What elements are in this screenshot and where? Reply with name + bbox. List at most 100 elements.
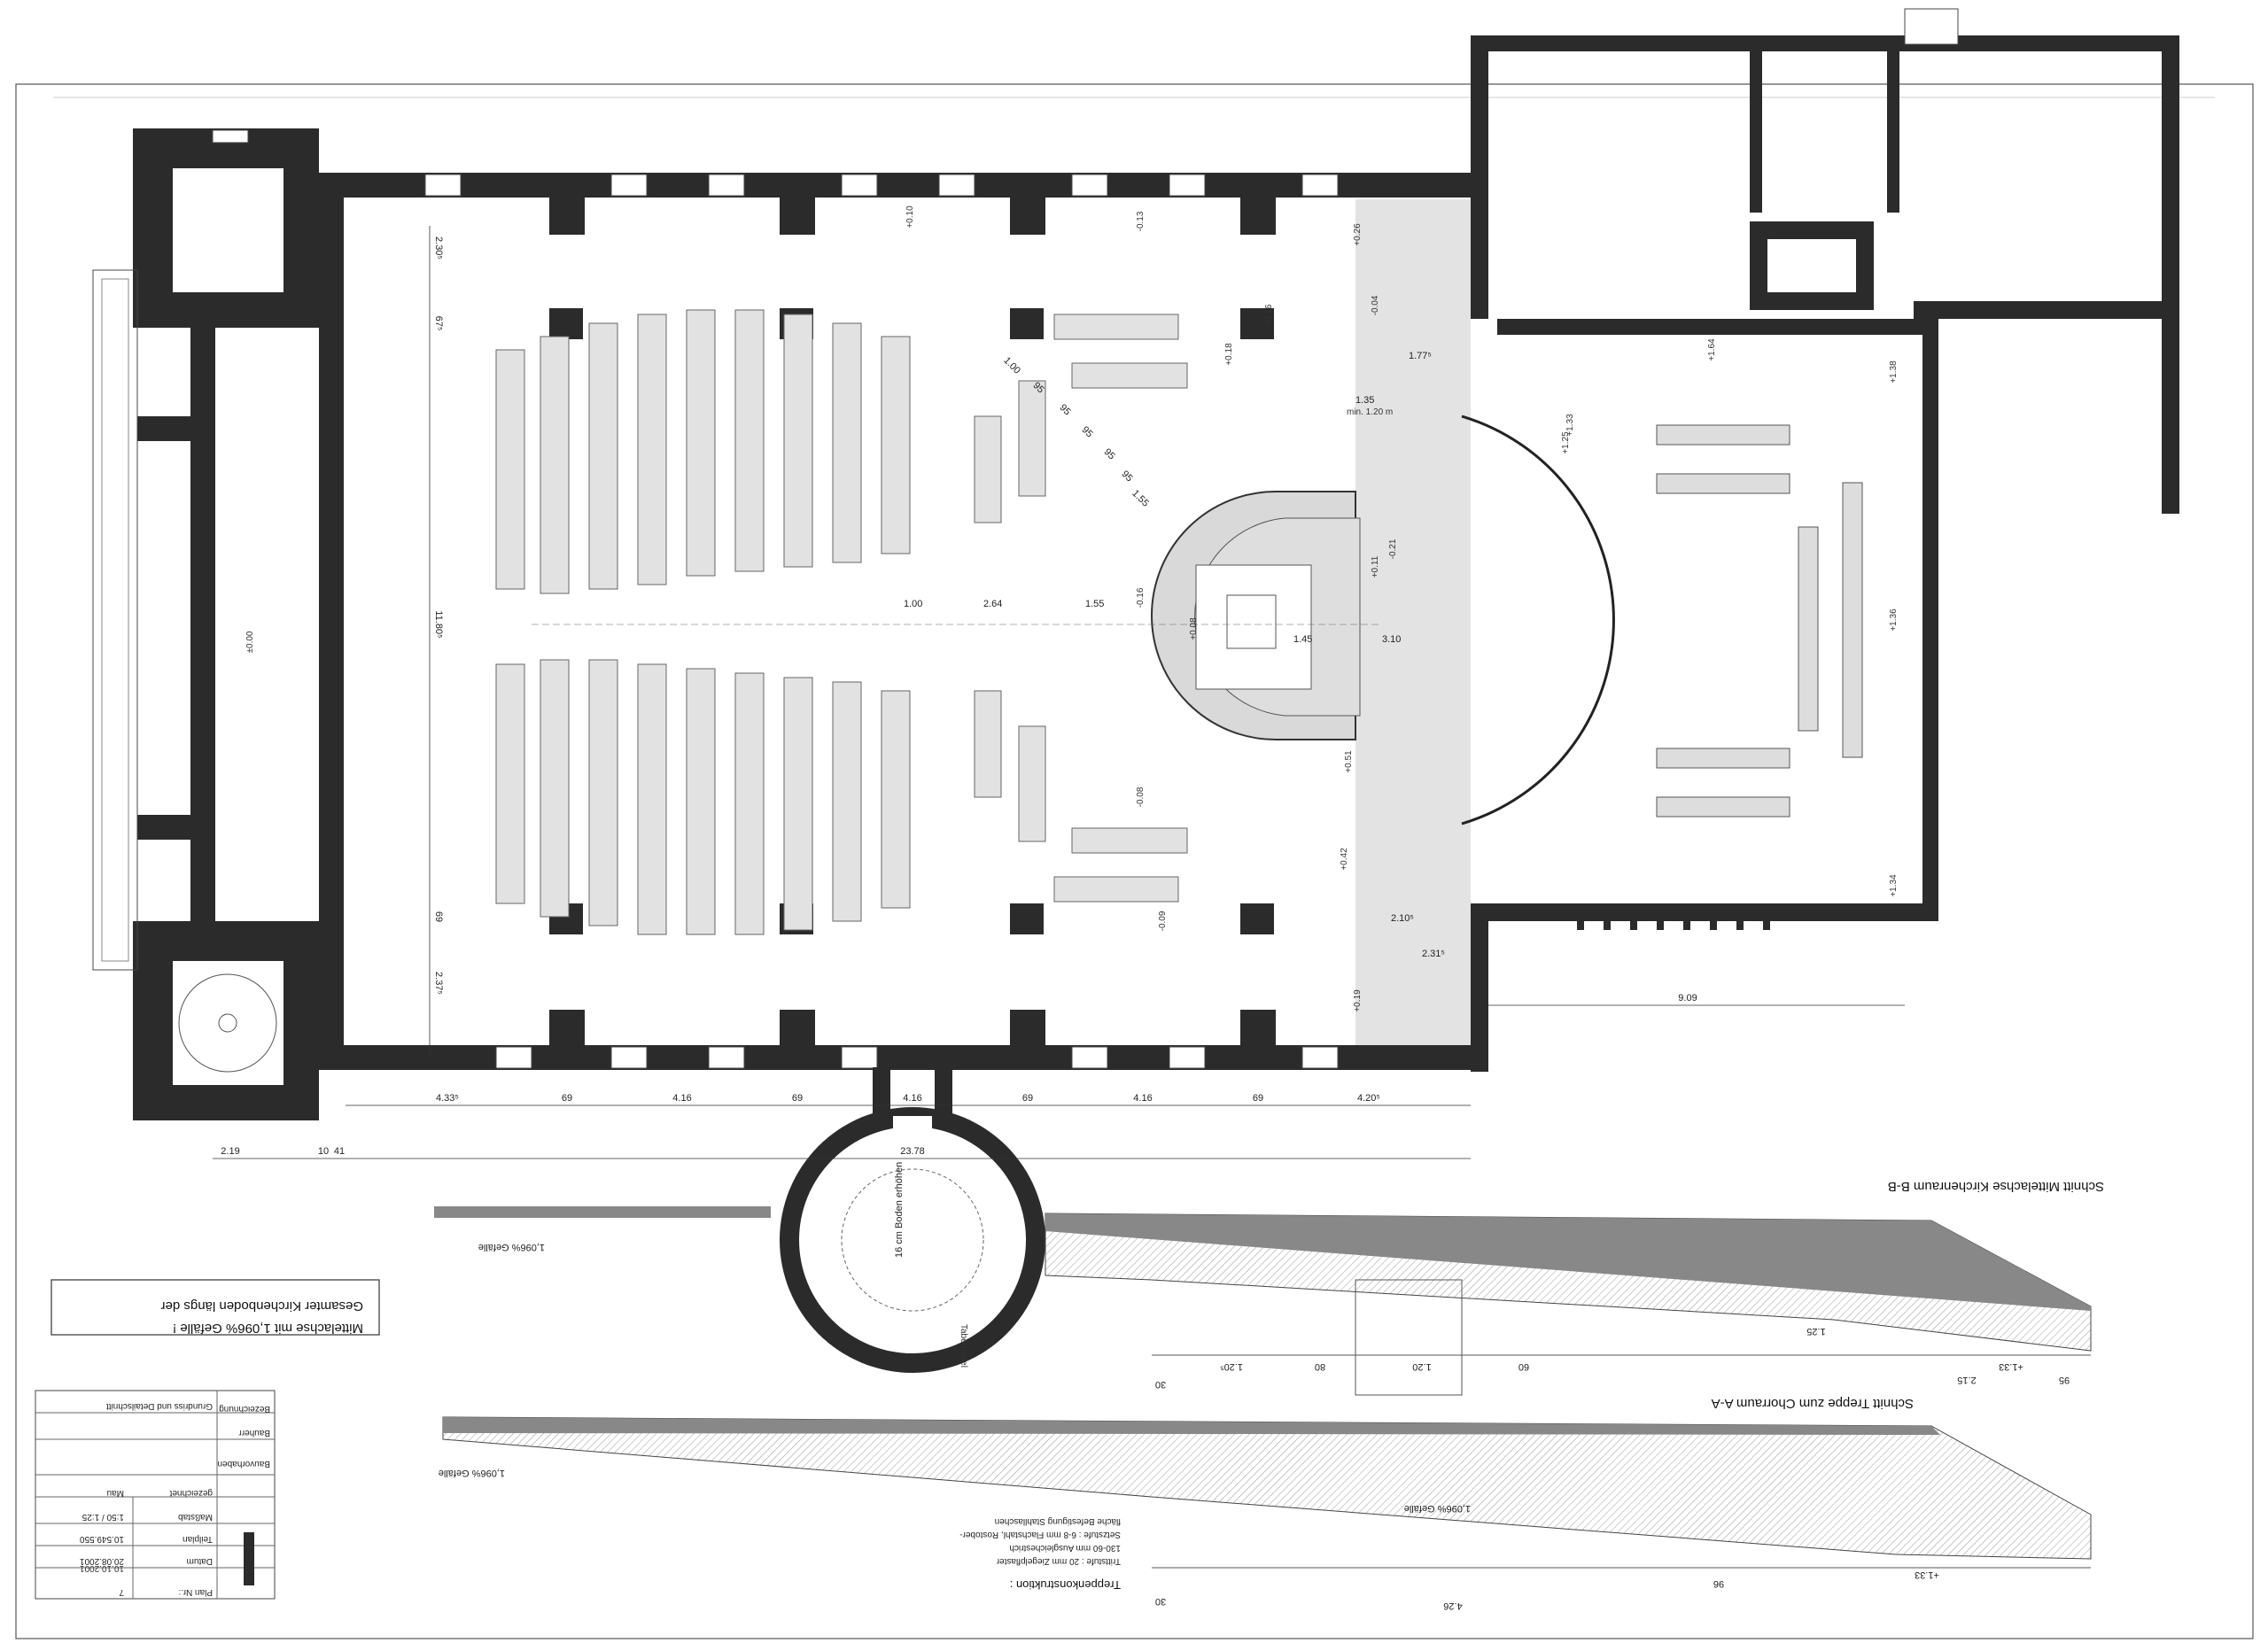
pews xyxy=(495,309,1188,935)
title-block: Grundriss und Detailschnitt Bezeichnung … xyxy=(35,1390,276,1600)
slope-note-line-2: Mittelachse mit 1,096% Gefälle ! xyxy=(173,1321,363,1336)
dim-total-0: 2.19 xyxy=(221,1146,239,1157)
level-marker-5: +0.26 xyxy=(1353,223,1363,246)
level-marker-18: +0.11 xyxy=(1371,555,1380,577)
dim-arc-6: 1.55 xyxy=(1130,488,1151,509)
dim-bottom-6: 4.16 xyxy=(1133,1093,1152,1104)
section-bb-slope: 1,096% Gefälle xyxy=(478,1242,545,1252)
tb-gezeichnet: Mau xyxy=(107,1488,124,1498)
tb-datum: 20.08.2001 xyxy=(80,1556,124,1566)
tb-plan-nr-label: Plan Nr.: xyxy=(179,1587,213,1597)
chancel-floor-zone xyxy=(1355,199,1471,1054)
dim-bottom-1: 69 xyxy=(562,1093,572,1104)
section-bb-title: Schnitt Mittelachse Kirchenraum B-B xyxy=(1888,1179,2104,1194)
dim-bottom-2: 4.16 xyxy=(672,1093,691,1104)
level-marker-17: -0.21 xyxy=(1388,539,1398,559)
stair-line-2: 130-60 mm Ausgleichestrich xyxy=(1009,1543,1121,1553)
tower-south xyxy=(133,921,319,1120)
dim-total-3: 23.78 xyxy=(900,1146,925,1157)
nave-walls xyxy=(319,173,1480,1070)
section-bb-dim-7: 95 xyxy=(2059,1375,2070,1385)
tb-plan-nr: 7 xyxy=(119,1587,124,1597)
level-marker-6: -0.04 xyxy=(1371,295,1380,315)
dim-left-1: 67⁵ xyxy=(433,316,444,331)
dim-bottom-8: 4.20⁵ xyxy=(1357,1093,1380,1104)
tb-teilplan: 10.549.550 xyxy=(80,1534,124,1544)
dim-chancel-7: 2.10⁵ xyxy=(1391,913,1414,924)
dim-chancel-5: 1.45 xyxy=(1293,634,1312,645)
dim-chancel-3: 1.55 xyxy=(1085,599,1104,609)
dim-arc-0: 1.00 xyxy=(1001,355,1022,376)
floor-note: 16 cm Boden erhöhen xyxy=(894,1162,905,1258)
tabernakel-label: Tabernakel xyxy=(959,1324,968,1368)
dim-chancel-8: 2.31⁵ xyxy=(1422,949,1445,959)
dim-left-0: 2.30⁵ xyxy=(433,236,444,260)
section-bb-dim-4: 1.20⁵ xyxy=(1220,1361,1243,1372)
baptistery xyxy=(780,1067,1045,1373)
level-marker-7: +0.42 xyxy=(1340,848,1349,871)
tb-bezeichnung-label: Bezeichnung xyxy=(219,1404,270,1414)
level-marker-15: +1.33 xyxy=(1565,414,1575,437)
tb-datum-label: Datum xyxy=(187,1556,213,1566)
section-aa-dim-3: +1.33 xyxy=(1915,1569,1939,1580)
tb-datum-sub: 10.10.2001 xyxy=(80,1563,124,1573)
dim-total-2: 41 xyxy=(334,1146,345,1157)
dim-chancel-1: 1.00 xyxy=(904,599,922,609)
level-marker-9: +0.51 xyxy=(1344,750,1354,773)
section-bb-dim-2: 1.20 xyxy=(1412,1361,1431,1372)
stair-line-1: Trittstufe : 20 mm Ziegelpflaster xyxy=(996,1556,1121,1566)
dim-left-2: 11.80⁵ xyxy=(433,610,444,638)
dim-chancel-2: 2.64 xyxy=(983,599,1002,609)
dim-chancel-4: 1.35 xyxy=(1355,395,1374,406)
stair-construction-note: Treppenkonstruktion : Trittstufe : 20 mm… xyxy=(959,1516,1121,1592)
section-aa xyxy=(442,1416,2092,1569)
tb-gezeichnet-label: gezeichnet xyxy=(169,1488,213,1498)
level-marker-11: +1.64 xyxy=(1707,338,1717,361)
slope-note: Gesamter Kirchenboden längs der Mittelac… xyxy=(50,1279,380,1336)
dim-bottom-0: 4.33⁵ xyxy=(436,1093,459,1104)
level-marker-1: +0.10 xyxy=(905,205,915,229)
level-marker-14: +1.34 xyxy=(1889,874,1899,897)
section-bb-dim-3: 80 xyxy=(1315,1361,1325,1372)
section-aa-dimensions: 30 96 4.26 +1.33 xyxy=(1155,1569,1939,1611)
dim-bottom-4: 4.16 xyxy=(903,1093,921,1104)
section-bb xyxy=(434,1206,2092,1396)
section-aa-dim-2: 4.26 xyxy=(1443,1600,1462,1611)
stair-line-3: Setzstufe : 6-8 mm Flachstahl, Rostober- xyxy=(959,1530,1121,1539)
dim-arc-5: 95 xyxy=(1120,469,1135,484)
section-bb-dim-0: 30 xyxy=(1155,1379,1166,1390)
level-marker-0: ±0.00 xyxy=(245,631,255,653)
tb-massstab: 1:50 / 1:25 xyxy=(82,1512,124,1522)
section-bb-dim-5: 1.25 xyxy=(1806,1326,1825,1337)
section-bb-dim-1: 60 xyxy=(1518,1361,1529,1372)
level-marker-8: -0.08 xyxy=(1136,787,1146,807)
level-marker-12: +1.38 xyxy=(1889,360,1899,384)
section-bb-dimensions: 30 60 1.20 80 1.20⁵ 1.25 2.15 95 +1.33 xyxy=(1155,1326,2070,1390)
tb-bauvorhaben-label: Bauvorhaben xyxy=(218,1459,271,1469)
level-marker-16: +1.25 xyxy=(1561,431,1571,454)
dim-arc-2: 95 xyxy=(1058,402,1073,417)
level-marker-19: -0.16 xyxy=(1136,587,1146,608)
slope-note-line-1: Gesamter Kirchenboden längs der xyxy=(161,1298,363,1314)
dim-arc-3: 95 xyxy=(1080,424,1095,439)
section-aa-dim-0: 30 xyxy=(1155,1596,1166,1607)
dim-bottom-5: 69 xyxy=(1022,1093,1033,1104)
dim-left-3: 69 xyxy=(433,911,444,922)
dim-bottom-3: 69 xyxy=(792,1093,803,1104)
level-marker-2: -0.13 xyxy=(1136,211,1146,231)
section-aa-dim-1: 96 xyxy=(1713,1578,1724,1589)
dim-chancel-6: 3.10 xyxy=(1382,634,1401,645)
level-marker-10: -0.09 xyxy=(1158,911,1168,931)
section-aa-title: Schnitt Treppe zum Chorraum A-A xyxy=(1712,1396,1914,1411)
section-bb-dim-6: 2.15 xyxy=(1957,1375,1976,1385)
tower-north xyxy=(133,128,319,328)
stair-line-4: fläche Befestigung Stahllaschen xyxy=(995,1516,1121,1526)
tb-massstab-label: Maßstab xyxy=(178,1512,213,1522)
section-bb-dim-8: +1.33 xyxy=(1999,1361,2023,1372)
dim-chancel-10: min. 1.20 m xyxy=(1347,407,1393,417)
narthex xyxy=(137,328,344,921)
